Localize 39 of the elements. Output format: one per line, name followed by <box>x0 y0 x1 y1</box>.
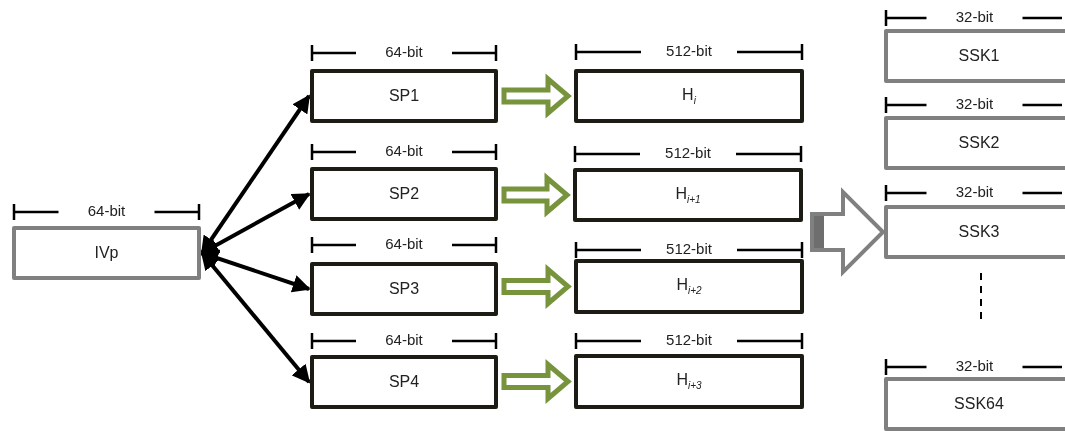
block-label: SSK64 <box>954 395 1004 413</box>
bit-width-label: 512-bit <box>664 145 712 161</box>
block-label: H$_{i+2}$ <box>676 276 702 297</box>
block-box <box>884 377 1065 431</box>
block-label: SP3 <box>388 280 420 298</box>
block-box <box>884 205 1065 259</box>
bit-width-label: 512-bit <box>665 43 713 59</box>
block-box <box>574 259 804 314</box>
block-box <box>310 262 498 316</box>
block-label: SSK3 <box>958 223 1000 241</box>
block-label: H$_{i}$ <box>682 85 696 107</box>
bit-width-label: 32-bit <box>954 358 995 374</box>
block-label: SP2 <box>388 185 420 203</box>
block-label: SP1 <box>388 87 420 105</box>
bit-width-label: 64-bit <box>86 203 127 219</box>
block-box <box>12 226 201 280</box>
block-label: H$_{i+3}$ <box>676 371 702 392</box>
bit-width-label: 64-bit <box>384 44 424 60</box>
block-box <box>310 167 498 221</box>
block-label: SSK2 <box>958 134 1000 152</box>
block-box <box>310 355 498 409</box>
bit-width-label: 512-bit <box>665 241 713 257</box>
block-label: SSK1 <box>958 47 1000 65</box>
bit-width-label: 512-bit <box>665 332 713 348</box>
bit-width-label: 32-bit <box>954 96 995 112</box>
block-box <box>884 29 1065 83</box>
block-label: H$_{i+1}$ <box>675 184 701 206</box>
bit-width-label: 64-bit <box>384 332 424 348</box>
bit-width-label: 64-bit <box>384 143 424 159</box>
block-box <box>573 168 803 222</box>
block-label: SP4 <box>388 373 420 391</box>
block-box <box>574 69 804 123</box>
block-box <box>884 116 1065 170</box>
block-label: IVp <box>94 244 119 262</box>
block-box <box>310 69 498 123</box>
bit-width-label: 64-bit <box>384 236 424 252</box>
block-box <box>574 354 804 409</box>
bit-width-label: 32-bit <box>954 9 995 25</box>
bit-width-label: 32-bit <box>954 184 995 200</box>
